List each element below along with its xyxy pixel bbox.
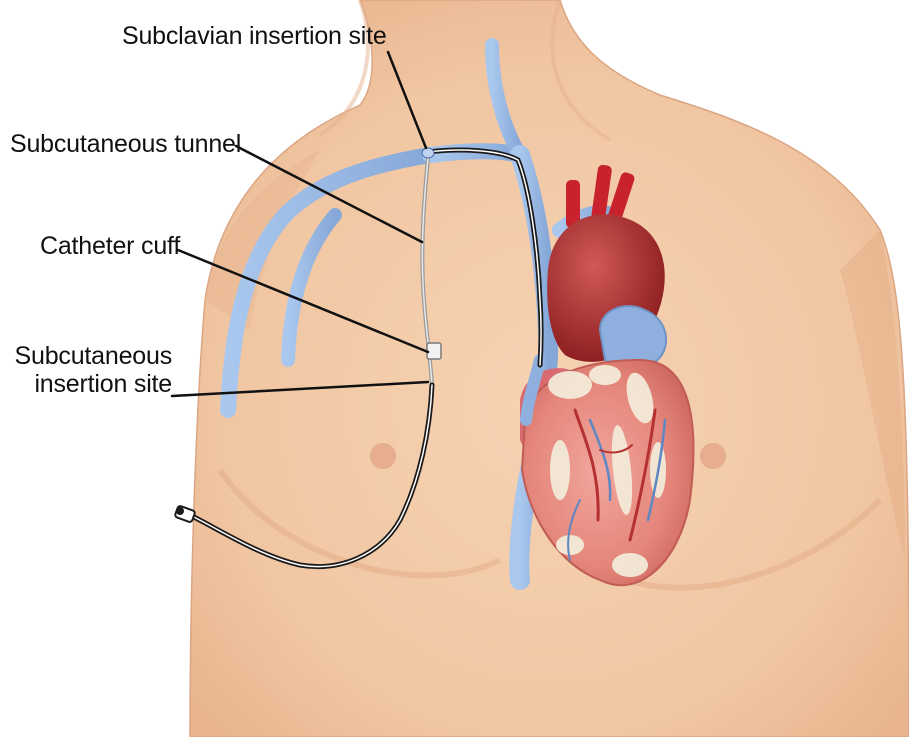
catheter-cuff [427,343,441,359]
label-catheter-cuff: Catheter cuff [40,232,180,260]
label-subcutaneous-insertion-site-line2: insertion site [14,370,172,398]
right-nipple [700,443,726,469]
label-subclavian-insertion-site: Subclavian insertion site [122,22,387,50]
label-subcutaneous-insertion-site-line1: Subcutaneous [14,342,172,370]
label-subcutaneous-tunnel: Subcutaneous tunnel [10,130,241,158]
catheter-hub [174,505,195,522]
left-nipple [370,443,396,469]
label-subcutaneous-insertion-site: Subcutaneous insertion site [14,342,172,398]
